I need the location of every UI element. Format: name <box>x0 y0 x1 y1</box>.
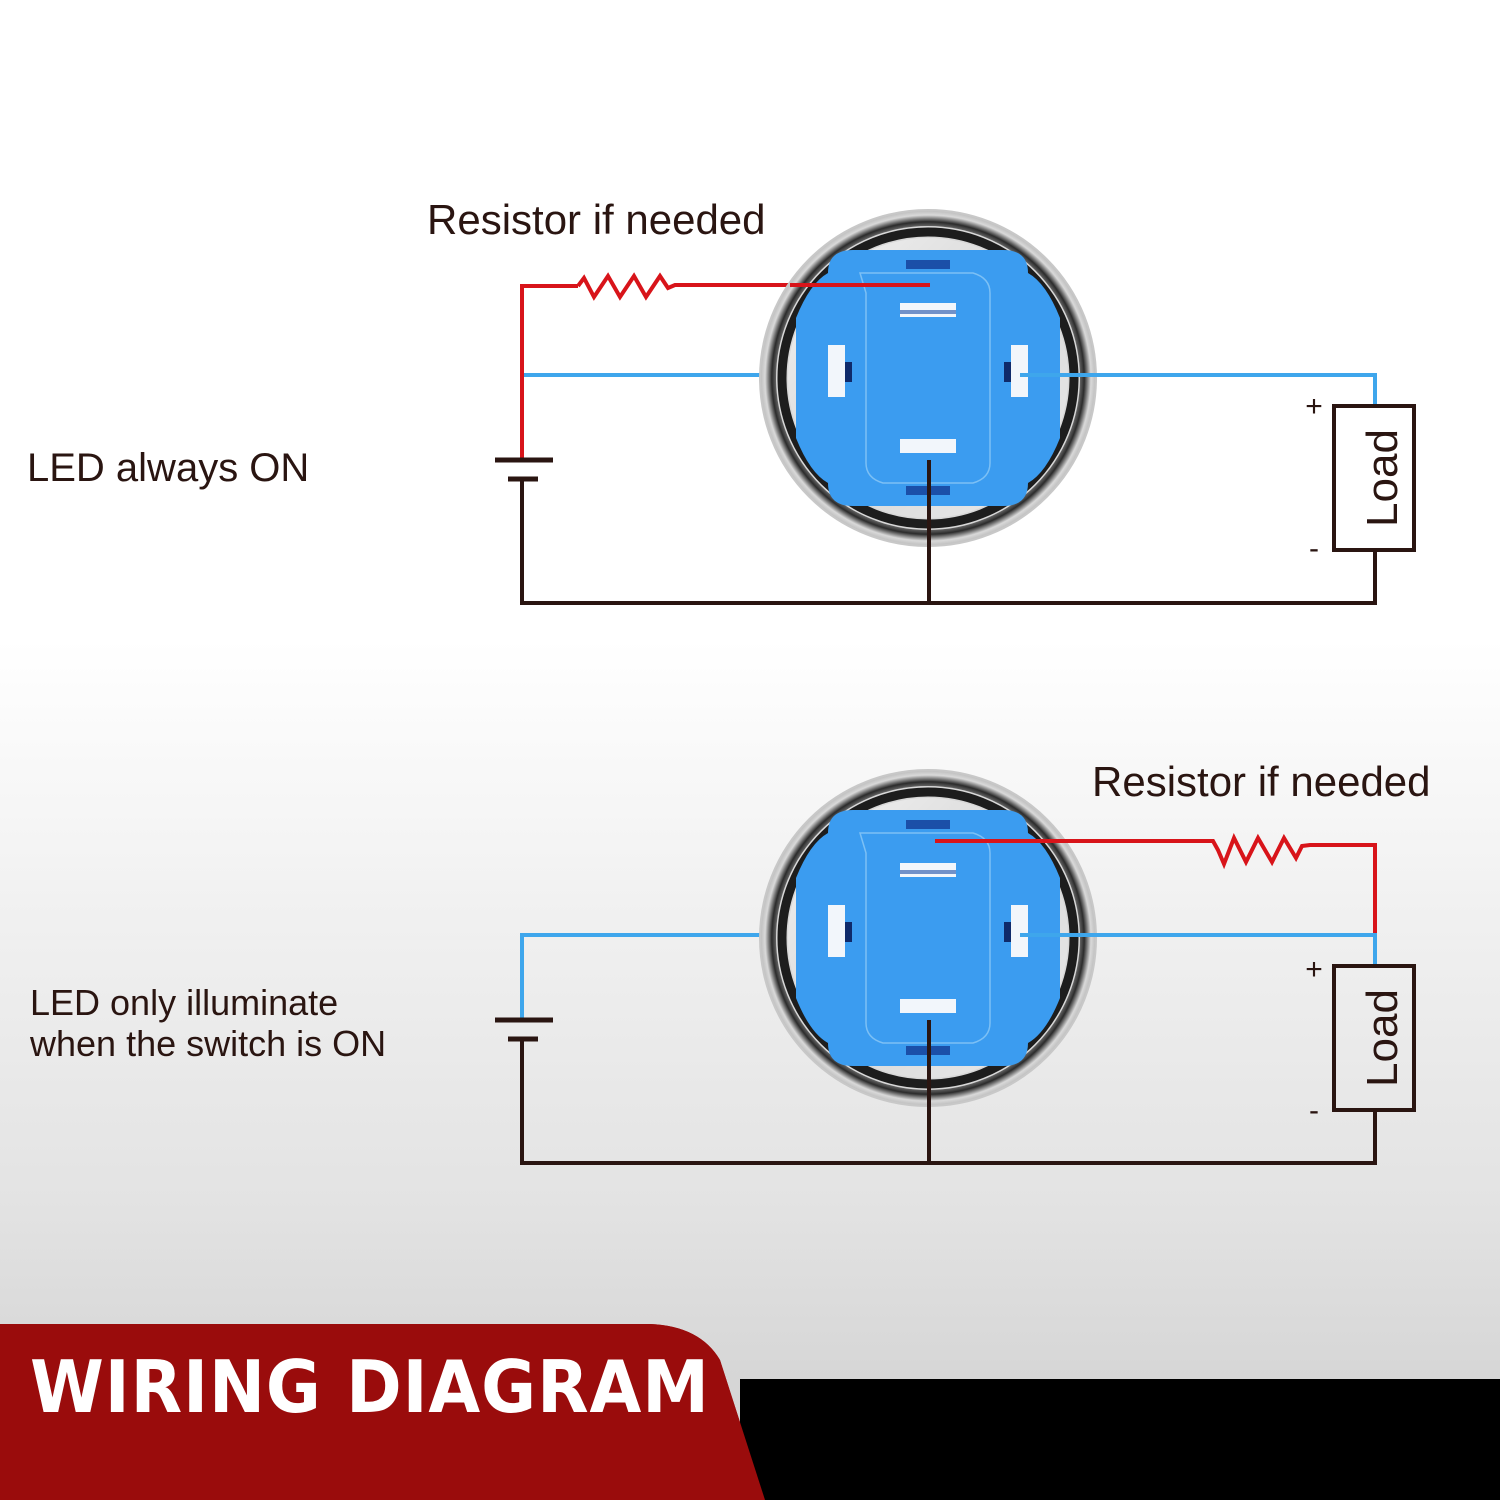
load-box-icon <box>1332 964 1416 1112</box>
resistor-label-top: Resistor if needed <box>427 196 766 243</box>
blue-wire-right <box>1020 933 1377 966</box>
red-wire <box>520 284 578 460</box>
dark-wire-return <box>520 1039 1377 1165</box>
resistor-symbol <box>576 272 930 301</box>
footer-black-band <box>740 1379 1500 1500</box>
load-label: Load <box>1358 429 1407 527</box>
mode-label-led-switch-on: LED only illuminate when the switch is O… <box>30 982 387 1064</box>
battery-icon <box>495 1017 553 1042</box>
load-label: Load <box>1358 989 1407 1087</box>
diagram-led-always-on <box>495 210 1416 605</box>
diagram-led-switch-on <box>495 770 1416 1165</box>
load-plus-sign: + <box>1305 953 1323 986</box>
resistor-label-bottom: Resistor if needed <box>1092 758 1431 805</box>
dark-wire-return <box>520 479 1377 605</box>
battery-icon <box>495 457 553 482</box>
load-box-icon <box>1332 404 1416 552</box>
mode-label-led-always-on: LED always ON <box>27 446 310 490</box>
load-plus-sign: + <box>1305 390 1323 423</box>
blue-wire-left <box>520 933 830 1020</box>
resistor-symbol <box>935 833 1377 935</box>
footer-title: WIRING DIAGRAM <box>30 1345 710 1429</box>
blue-wire-right <box>1020 373 1377 406</box>
load-minus-sign: - <box>1309 532 1319 565</box>
load-minus-sign: - <box>1309 1094 1319 1127</box>
